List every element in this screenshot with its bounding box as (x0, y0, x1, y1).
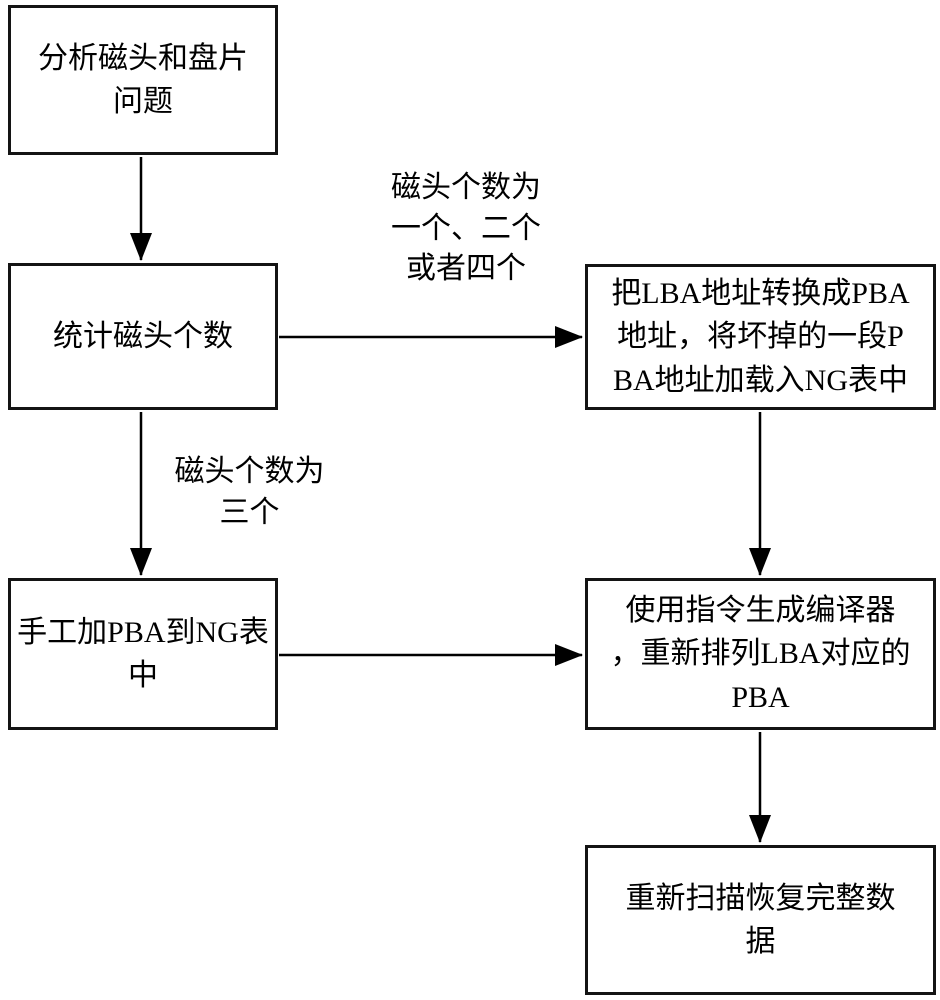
flow-node-rescan-recover: 重新扫描恢复完整数 据 (585, 845, 936, 995)
edge-label-heads-3: 磁头个数为 三个 (174, 455, 325, 529)
flow-node-analyze-problem: 分析磁头和盘片 问题 (8, 5, 278, 155)
flow-node-compiler-rearrange: 使用指令生成编译器 ，重新排列LBA对应的 PBA (585, 578, 936, 730)
flow-node-manual-add-pba: 手工加PBA到NG表 中 (8, 578, 278, 730)
flow-node-lba-to-pba-ng: 把LBA地址转换成PBA 地址，将坏掉的一段P BA地址加载入NG表中 (585, 264, 936, 410)
edge-label-heads-1-2-or-4: 磁头个数为 一个、二个 或者四个 (391, 171, 541, 285)
flow-node-count-heads: 统计磁头个数 (8, 263, 278, 410)
